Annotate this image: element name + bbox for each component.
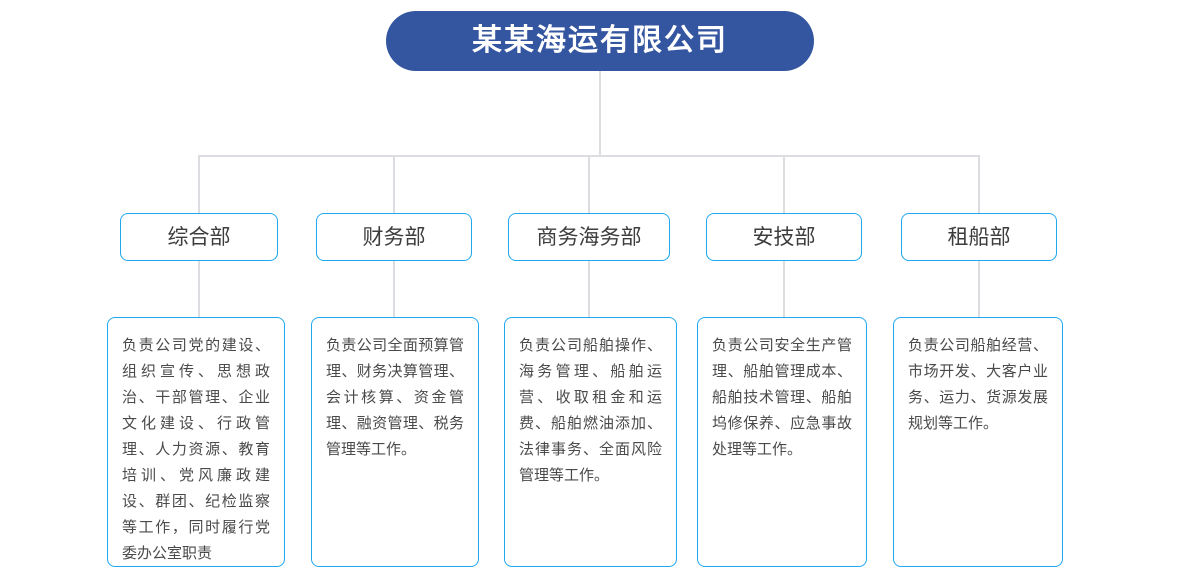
department-description-text: 负责公司船舶操作、海务管理、船舶运营、收取租金和运费、船舶燃油添加、法律事务、全… <box>519 336 662 484</box>
company-title-node: 某某海运有限公司 <box>386 11 814 71</box>
desc-connector-4 <box>783 261 785 317</box>
department-description-2: 负责公司全面预算管理、财务决算管理、会计核算、资金管理、融资管理、税务管理等工作… <box>311 317 479 567</box>
department-description-text: 负责公司安全生产管理、船舶管理成本、船舶技术管理、船舶坞修保养、应急事故处理等工… <box>712 336 852 458</box>
department-description-3: 负责公司船舶操作、海务管理、船舶运营、收取租金和运费、船舶燃油添加、法律事务、全… <box>504 317 677 567</box>
department-node-5[interactable]: 租船部 <box>901 213 1057 261</box>
department-node-2[interactable]: 财务部 <box>316 213 472 261</box>
desc-connector-1 <box>198 261 200 317</box>
department-node-1[interactable]: 综合部 <box>120 213 278 261</box>
department-description-4: 负责公司安全生产管理、船舶管理成本、船舶技术管理、船舶坞修保养、应急事故处理等工… <box>697 317 867 567</box>
trunk-connector-vertical <box>599 71 601 156</box>
dept-drop-connector-1 <box>198 155 200 213</box>
department-description-5: 负责公司船舶经营、市场开发、大客户业务、运力、货源发展规划等工作。 <box>893 317 1063 567</box>
department-description-1: 负责公司党的建设、组织宣传、思想政治、干部管理、企业文化建设、行政管理、人力资源… <box>107 317 285 567</box>
dept-drop-connector-3 <box>588 155 590 213</box>
desc-connector-2 <box>393 261 395 317</box>
department-label: 商务海务部 <box>536 224 642 249</box>
department-node-4[interactable]: 安技部 <box>706 213 862 261</box>
department-label: 财务部 <box>362 224 426 249</box>
department-description-text: 负责公司船舶经营、市场开发、大客户业务、运力、货源发展规划等工作。 <box>908 336 1048 432</box>
department-label: 综合部 <box>167 224 231 249</box>
desc-connector-5 <box>978 261 980 317</box>
dept-drop-connector-2 <box>393 155 395 213</box>
dept-drop-connector-4 <box>783 155 785 213</box>
desc-connector-3 <box>588 261 590 317</box>
dept-drop-connector-5 <box>978 155 980 213</box>
company-title-text: 某某海运有限公司 <box>472 23 728 58</box>
department-description-text: 负责公司全面预算管理、财务决算管理、会计核算、资金管理、融资管理、税务管理等工作… <box>326 336 464 458</box>
department-label: 租船部 <box>947 224 1011 249</box>
department-label: 安技部 <box>752 224 816 249</box>
department-description-text: 负责公司党的建设、组织宣传、思想政治、干部管理、企业文化建设、行政管理、人力资源… <box>122 336 270 562</box>
department-node-3[interactable]: 商务海务部 <box>508 213 670 261</box>
